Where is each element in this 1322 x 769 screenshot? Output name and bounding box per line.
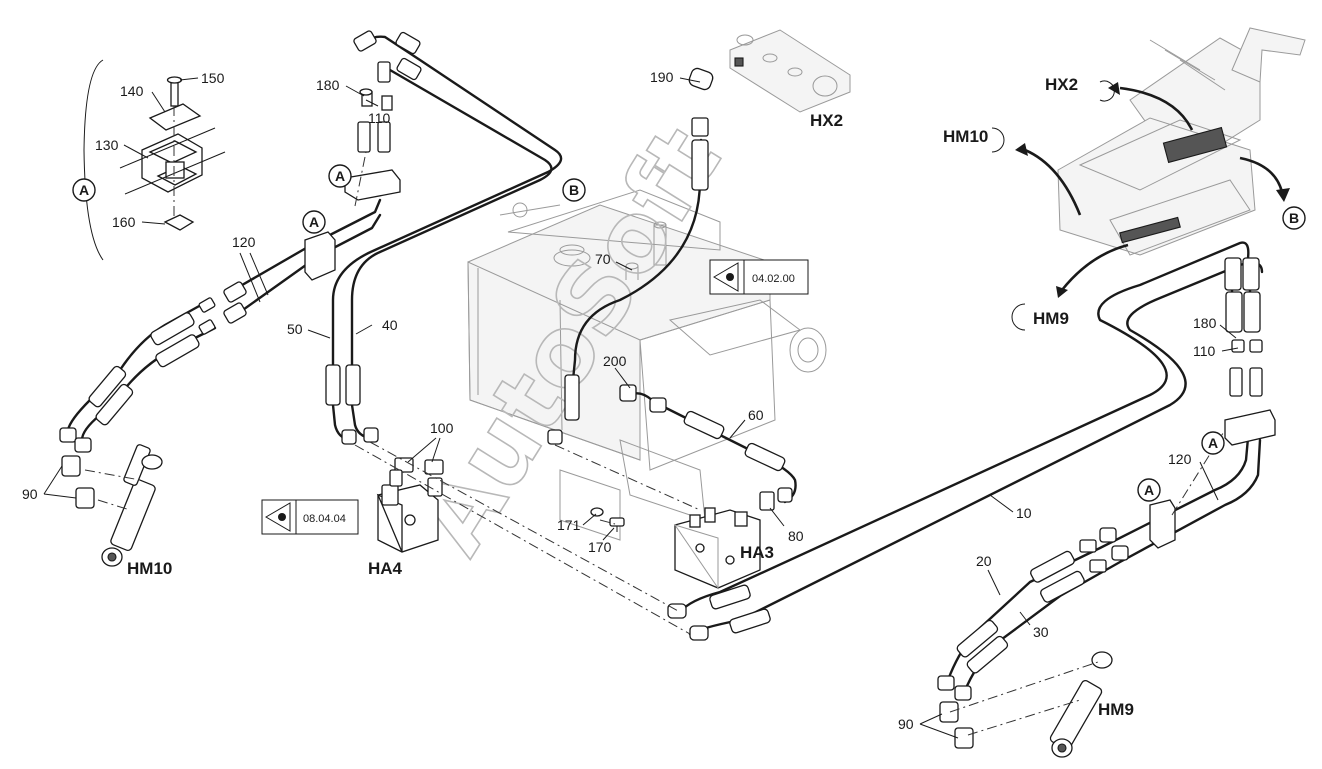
- circle-labels: A A A B B A A: [72, 164, 1306, 502]
- machine-inset: [991, 27, 1306, 331]
- fittings: [59, 30, 1263, 749]
- part-number-110-right: 110: [1193, 343, 1216, 359]
- circle-label-a-detail: A: [79, 182, 89, 198]
- hose-70: [571, 138, 703, 382]
- ghost-tank: [467, 189, 827, 541]
- cylinder-hm9: [1049, 651, 1113, 758]
- part-number-110-top: 110: [368, 110, 391, 126]
- part-number-160: 160: [112, 214, 136, 230]
- part-number-150: 150: [201, 70, 225, 86]
- inset-code-hm10: HM10: [943, 127, 988, 146]
- part-number-171: 171: [557, 517, 581, 533]
- hose-40: [350, 68, 553, 372]
- watermark: AutoSoft: [395, 108, 743, 572]
- circle-label-a-right1: A: [1208, 435, 1218, 451]
- hose-50: [331, 35, 563, 372]
- ref-box-04-02-00: 04.02.00: [709, 259, 809, 295]
- bolt-170: [590, 507, 625, 532]
- circle-label-a-right2: A: [1144, 482, 1154, 498]
- part-number-130: 130: [95, 137, 119, 153]
- ref-text-04-02-00: 04.02.00: [752, 273, 795, 285]
- part-number-60: 60: [748, 407, 764, 423]
- part-number-90-left: 90: [22, 486, 38, 502]
- part-number-140: 140: [120, 83, 144, 99]
- part-number-80: 80: [788, 528, 804, 544]
- inset-code-hx2: HX2: [1045, 75, 1078, 94]
- hx2-manifold: [729, 29, 851, 113]
- circle-label-a-top: A: [335, 168, 345, 184]
- circle-label-a-left: A: [309, 214, 319, 230]
- part-number-50: 50: [287, 321, 303, 337]
- part-numbers: 150 140 130 160 180 110 120 90 50 40 100…: [22, 69, 1217, 732]
- part-number-100: 100: [430, 420, 454, 436]
- part-number-90-right: 90: [898, 716, 914, 732]
- ha4-valve: [376, 457, 444, 553]
- eye-icon: [278, 513, 286, 521]
- eye-icon: [726, 273, 734, 281]
- circle-label-b-left: B: [569, 182, 579, 198]
- hose-20: [946, 436, 1250, 682]
- leader-lines: [43, 77, 1239, 739]
- part-number-30: 30: [1033, 624, 1049, 640]
- part-number-10: 10: [1016, 505, 1032, 521]
- part-number-200: 200: [603, 353, 627, 369]
- code-hm10: HM10: [127, 559, 172, 578]
- part-number-190: 190: [650, 69, 674, 85]
- part-number-20: 20: [976, 553, 992, 569]
- hose-120-left: [228, 198, 382, 294]
- part-number-70: 70: [595, 251, 611, 267]
- hoses: [66, 35, 1264, 692]
- ha3-valve: [673, 507, 761, 590]
- code-ha4: HA4: [368, 559, 403, 578]
- hose-10: [678, 241, 1250, 614]
- circle-label-b-right: B: [1289, 210, 1299, 226]
- component-codes: HM10 HA4 HA3 HX2 HM9 HX2 HM10 HM9: [127, 75, 1134, 719]
- ref-box-08-04-04: 08.04.04: [261, 499, 359, 535]
- part-number-170: 170: [588, 539, 612, 555]
- part-number-120-left: 120: [232, 234, 256, 250]
- part-number-40: 40: [382, 317, 398, 333]
- detail-a-clamp: [83, 59, 226, 261]
- cylinder-hm10: [101, 444, 163, 567]
- clamp-blocks: [304, 169, 1276, 549]
- code-hm9: HM9: [1098, 700, 1134, 719]
- code-ha3: HA3: [740, 543, 774, 562]
- code-hx2: HX2: [810, 111, 843, 130]
- hose-30: [963, 438, 1262, 692]
- part-number-120-right: 120: [1168, 451, 1192, 467]
- part-number-180-right: 180: [1193, 315, 1217, 331]
- part-number-180-top: 180: [316, 77, 340, 93]
- inset-code-hm9: HM9: [1033, 309, 1069, 328]
- ref-text-08-04-04: 08.04.04: [303, 513, 346, 525]
